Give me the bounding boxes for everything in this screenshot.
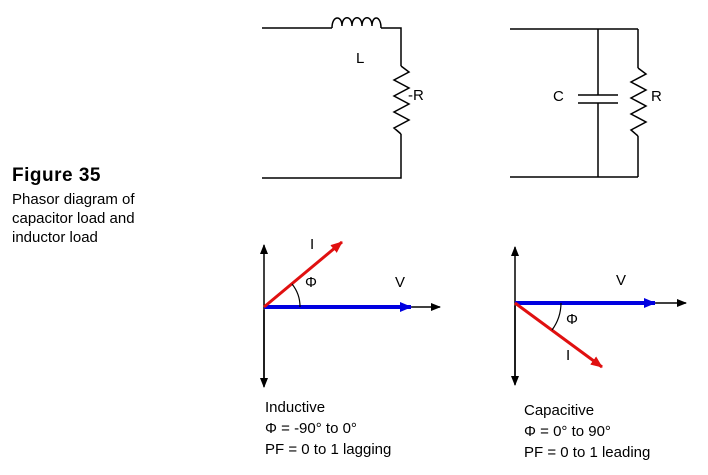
capacitive-resistor	[629, 67, 648, 137]
capacitive-angle-arc	[551, 302, 562, 331]
capacitive-note-pf: PF = 0 to 1 leading	[524, 444, 651, 461]
capacitive-phasor-diagram	[511, 246, 687, 386]
inductive-phasor-diagram	[260, 240, 441, 388]
inductive-note-angle: Φ = -90° to 0°	[265, 420, 357, 437]
inductive-current-phasor	[263, 240, 343, 309]
figure-caption: Figure 35 Phasor diagram of capacitor lo…	[12, 165, 212, 247]
figure-number: Figure 35	[12, 165, 101, 186]
capacitive-note-title: Capacitive	[524, 402, 595, 419]
caption-line-1: Phasor diagram of	[12, 191, 135, 208]
inductive-resistor-label: -R	[408, 87, 424, 104]
inductive-right-wire-bottom	[262, 134, 402, 179]
inductor-coil	[331, 17, 382, 29]
capacitive-current-phasor	[514, 301, 603, 369]
inductive-circuit	[262, 17, 411, 179]
capacitive-note-angle: Φ = 0° to 90°	[524, 423, 611, 440]
inductive-resistor	[392, 65, 411, 135]
capacitive-note: Capacitive Φ = 0° to 90° PF = 0 to 1 lea…	[524, 400, 650, 463]
capacitor-label: C	[553, 88, 564, 105]
inductive-note-title: Inductive	[265, 399, 326, 416]
caption-line-2: capacitor load and	[12, 210, 135, 227]
inductor-label: L	[356, 50, 364, 67]
capacitive-voltage-label: V	[616, 272, 626, 289]
inductive-angle-label: Φ	[305, 274, 317, 291]
capacitive-current-label: I	[566, 347, 570, 364]
inductive-right-wire-top	[381, 27, 402, 66]
capacitive-angle-label: Φ	[566, 311, 578, 328]
inductive-voltage-label: V	[395, 274, 405, 291]
caption-line-3: inductor load	[12, 229, 98, 246]
inductive-current-label: I	[310, 236, 314, 253]
inductive-angle-arc	[291, 283, 301, 308]
inductive-note-pf: PF = 0 to 1 lagging	[265, 441, 392, 458]
capacitive-circuit	[510, 28, 648, 178]
capacitive-resistor-label: R	[651, 88, 662, 105]
inductive-note: Inductive Φ = -90° to 0° PF = 0 to 1 lag…	[265, 397, 391, 460]
